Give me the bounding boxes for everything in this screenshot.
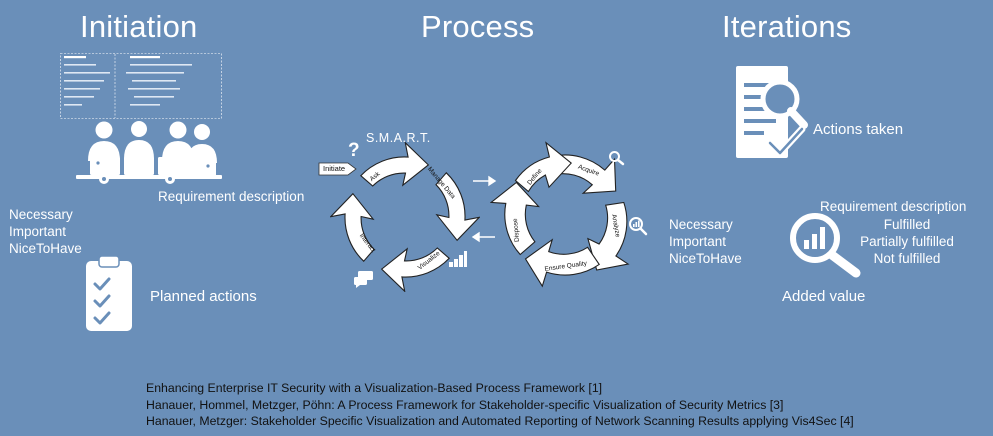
process-heading: Process xyxy=(421,9,535,44)
initiate-arrow xyxy=(318,162,357,176)
cycle-arrow-analyze xyxy=(587,201,630,271)
initiate-label: Initiate xyxy=(323,164,346,173)
reference-3: Hanauer, Metzger: Stakeholder Specific V… xyxy=(146,414,854,428)
reference-2: Hanauer, Hommel, Metzger, Pöhn: A Proces… xyxy=(146,397,784,412)
iteration-priority-important: Important xyxy=(669,234,727,249)
fulfillment-partially: Partially fulfilled xyxy=(860,234,954,249)
cycle-arrow-define xyxy=(514,141,573,193)
references-list: Enhancing Enterprise IT Security with a … xyxy=(146,380,854,430)
reference-1: Enhancing Enterprise IT Security with a … xyxy=(146,381,603,395)
initiation-heading: Initiation xyxy=(80,9,198,44)
bar-steps-icon xyxy=(449,251,467,267)
data-lifecycle-cycle: Define Acquire Analyze Ensure Quality Di… xyxy=(490,141,630,288)
fulfillment-fulfilled: Fulfilled xyxy=(883,217,931,232)
fulfillment-list: Fulfilled Partially fulfilled Not fulfil… xyxy=(857,216,957,267)
iteration-priority-necessary: Necessary xyxy=(669,217,733,232)
iterations-heading: Iterations xyxy=(722,9,852,44)
iteration-priority-nicetohave: NiceToHave xyxy=(669,251,742,266)
cycle-arrow-manage-data xyxy=(435,172,480,242)
chat-bubbles-icon xyxy=(354,271,373,288)
added-value-label: Added value xyxy=(782,288,866,305)
cycle-arrow-dispose xyxy=(490,181,541,256)
priority-nicetohave: NiceToHave xyxy=(9,241,82,256)
iteration-priority-list: Necessary Important NiceToHave xyxy=(669,216,742,267)
magnifier-small-icon xyxy=(609,151,625,166)
cycle-label-analyze: Analyze xyxy=(610,214,621,238)
magnifier-chart-icon xyxy=(629,217,648,236)
cycle-arrow-ensure-quality xyxy=(524,238,600,288)
smart-label: S.M.A.R.T. xyxy=(366,131,431,145)
cycle-label-dispose: Dispose xyxy=(512,218,521,242)
fulfillment-not: Not fulfilled xyxy=(873,251,941,266)
cycle-connector-arrows xyxy=(471,175,497,243)
stakeholders-icon xyxy=(76,121,222,184)
initiation-priority-list: Necessary Important NiceToHave xyxy=(9,206,82,257)
priority-necessary: Necessary xyxy=(9,207,73,222)
visual-analytics-cycle: Ask Manage Data Visualize Interact xyxy=(330,142,480,292)
document-check-magnifier-icon xyxy=(736,66,808,158)
cycle-arrow-visualize xyxy=(380,247,450,292)
priority-important: Important xyxy=(9,224,67,239)
actions-taken-label: Actions taken xyxy=(813,121,904,138)
clipboard-checklist-icon xyxy=(86,255,132,331)
initiation-requirement-description: Requirement description xyxy=(158,189,305,204)
magnifier-bar-chart-icon xyxy=(790,213,861,278)
question-mark-icon: ? xyxy=(348,140,360,161)
planned-actions-label: Planned actions xyxy=(150,288,257,305)
iteration-requirement-description: Requirement description xyxy=(820,199,967,214)
requirements-table-thumbnail xyxy=(60,53,222,119)
cycle-arrow-interact xyxy=(330,192,375,262)
cycle-arrow-ask xyxy=(360,142,430,187)
